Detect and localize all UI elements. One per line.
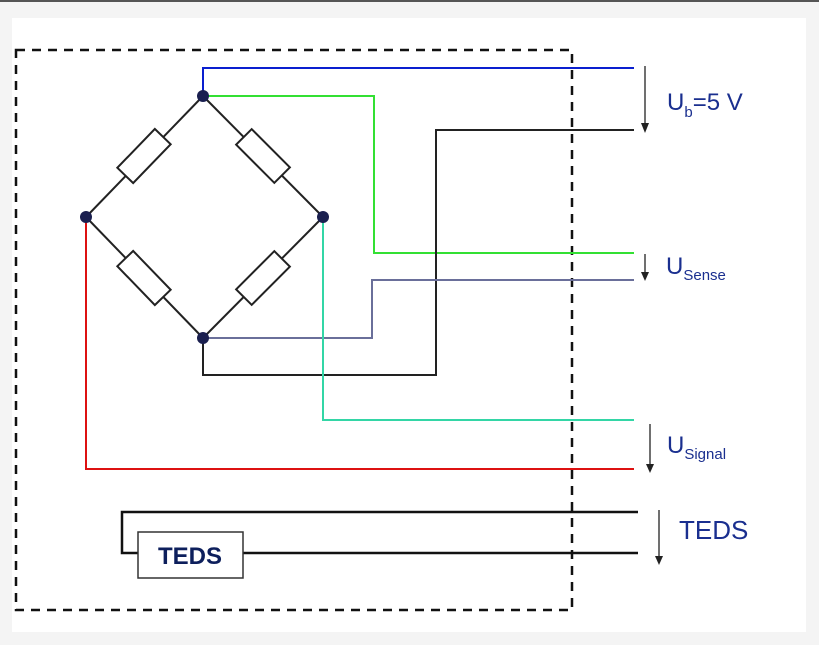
canvas bbox=[12, 18, 806, 632]
resistor-bottom-left bbox=[115, 249, 173, 307]
signal-arrow-head bbox=[646, 464, 654, 473]
teds-wires bbox=[120, 510, 638, 555]
resistor-top-left bbox=[115, 127, 173, 185]
sense-wire-negative bbox=[203, 279, 634, 339]
usense-label: USense bbox=[666, 253, 726, 284]
bridge-node-bottom bbox=[197, 332, 209, 344]
voltage-arrows bbox=[641, 66, 663, 565]
bridge-node-right bbox=[317, 211, 329, 223]
resistor-bottom-right bbox=[234, 249, 292, 307]
supply-wire bbox=[202, 67, 634, 96]
ub-arrow-head bbox=[641, 123, 649, 133]
signal-wire-negative bbox=[85, 217, 634, 470]
bridge-node-left bbox=[80, 211, 92, 223]
resistor-top-right bbox=[234, 127, 292, 185]
signal-wire-positive bbox=[322, 217, 634, 421]
sensor-enclosure bbox=[14, 48, 574, 612]
teds-label: TEDS bbox=[679, 515, 748, 545]
teds-chip-box bbox=[137, 531, 244, 579]
sense-arrow-head bbox=[641, 272, 649, 281]
bridge-node-top bbox=[197, 90, 209, 102]
teds-arrow-head bbox=[655, 556, 663, 565]
wheatstone-bridge bbox=[85, 95, 324, 339]
supply-return-wire bbox=[202, 129, 634, 376]
sense-wire-positive bbox=[203, 95, 634, 254]
ub-label: Ub=5 V bbox=[667, 89, 743, 121]
teds-chip-label: TEDS bbox=[158, 543, 222, 570]
usignal-label: USignal bbox=[667, 432, 726, 463]
